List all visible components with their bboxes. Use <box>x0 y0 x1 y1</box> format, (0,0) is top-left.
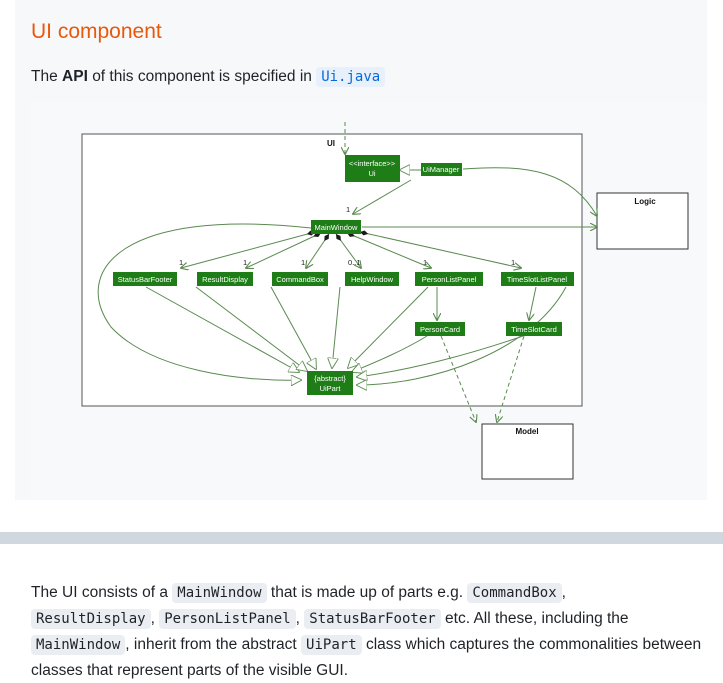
svg-text:1: 1 <box>511 258 515 267</box>
resultdisplay-node <box>197 272 253 286</box>
statusbarfooter-node <box>113 272 177 286</box>
ui-description-paragraph: The UI consists of a MainWindow that is … <box>31 583 702 679</box>
section-divider <box>0 532 723 544</box>
code-personlistpanel: PersonListPanel <box>159 609 296 629</box>
svg-text:{abstract}: {abstract} <box>314 374 346 383</box>
code-uipart: UiPart <box>301 635 362 655</box>
svg-text:MainWindow: MainWindow <box>315 223 359 232</box>
ui-interface-node <box>345 155 400 182</box>
timeslotcard-node <box>506 322 562 336</box>
svg-text:PersonListPanel: PersonListPanel <box>422 275 477 284</box>
model-box <box>481 423 574 480</box>
svg-text:HelpWindow: HelpWindow <box>351 275 394 284</box>
code-mainwindow: MainWindow <box>172 583 267 603</box>
ui-java-link[interactable]: Ui.java <box>316 67 386 87</box>
svg-text:1: 1 <box>423 258 427 267</box>
multiplicity-labels: 1 1 1 1 0..1 1 1 <box>179 205 515 267</box>
section-title: UI component <box>31 20 162 43</box>
svg-text:1: 1 <box>301 258 305 267</box>
commandbox-node <box>272 272 328 286</box>
personlistpanel-node <box>415 272 483 286</box>
model-label: Model <box>515 427 538 436</box>
timeslotlistpanel-node <box>501 272 574 286</box>
svg-text:<<interface>>: <<interface>> <box>349 159 396 168</box>
logic-label: Logic <box>634 197 656 206</box>
svg-text:1: 1 <box>346 205 350 214</box>
code-mainwindow-2: MainWindow <box>31 635 126 655</box>
svg-text:Ui: Ui <box>368 169 375 178</box>
svg-text:1: 1 <box>243 258 247 267</box>
svg-text:PersonCard: PersonCard <box>420 325 460 334</box>
diagram-edges <box>97 122 597 422</box>
mainwindow-node <box>311 220 361 234</box>
svg-text:UiManager: UiManager <box>423 165 460 174</box>
uipart-node <box>307 371 353 395</box>
svg-text:1: 1 <box>179 258 183 267</box>
ui-frame-label: UI <box>327 139 335 148</box>
svg-text:TimeSlotListPanel: TimeSlotListPanel <box>507 275 567 284</box>
svg-text:TimeSlotCard: TimeSlotCard <box>511 325 557 334</box>
logic-box <box>596 192 689 250</box>
personcard-node <box>415 322 465 336</box>
svg-text:0..1: 0..1 <box>348 258 361 267</box>
uimanager-node <box>421 163 462 176</box>
api-intro-text: The API of this component is specified i… <box>31 67 386 87</box>
code-statusbarfooter: StatusBarFooter <box>304 609 441 629</box>
svg-text:ResultDisplay: ResultDisplay <box>202 275 248 284</box>
svg-text:UiPart: UiPart <box>320 384 342 393</box>
svg-text:CommandBox: CommandBox <box>276 275 324 284</box>
code-resultdisplay: ResultDisplay <box>31 609 151 629</box>
code-commandbox: CommandBox <box>467 583 562 603</box>
svg-text:StatusBarFooter: StatusBarFooter <box>118 275 173 284</box>
ui-class-diagram: UI Logic Model <box>31 102 707 500</box>
helpwindow-node <box>345 272 399 286</box>
api-bold: API <box>62 68 88 85</box>
